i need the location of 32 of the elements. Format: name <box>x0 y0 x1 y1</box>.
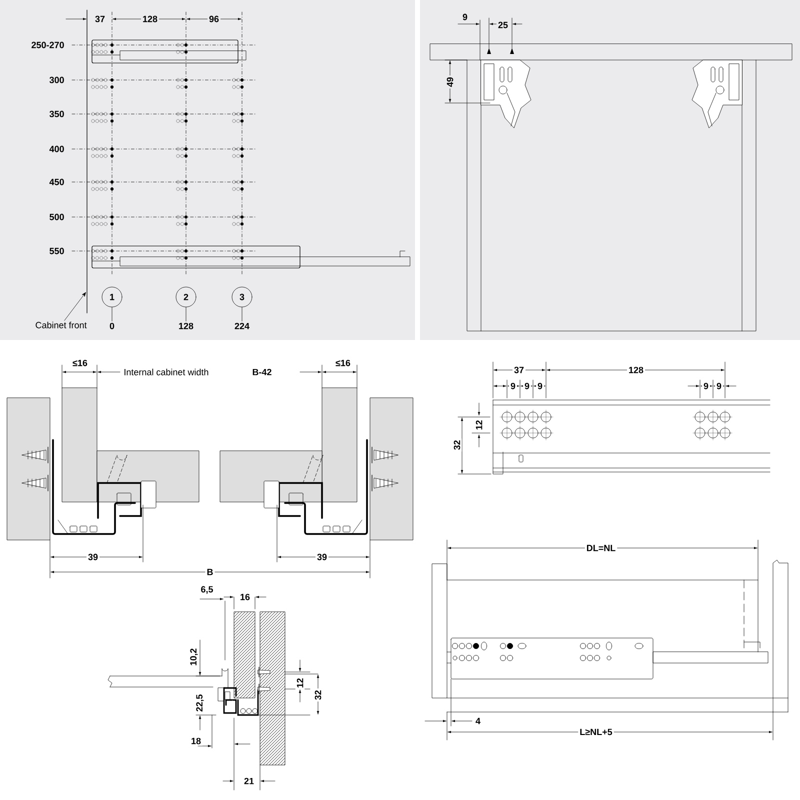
dimension-label: 21 <box>242 776 256 786</box>
dimension-label: B <box>205 567 215 577</box>
dimension-label: 12 <box>474 418 484 432</box>
dimension-label: 9 <box>702 381 710 391</box>
dimension-label: 32 <box>452 438 462 452</box>
position-value: 224 <box>234 322 250 330</box>
position-value: 128 <box>179 322 194 330</box>
leader-line <box>64 292 86 321</box>
dimension-label: 16 <box>238 592 252 602</box>
dimension-label: 9 <box>715 381 724 391</box>
dimension-label: 128 <box>627 365 646 375</box>
dimension-label: 12 <box>295 676 305 690</box>
dimension-label: 39 <box>316 552 328 562</box>
dimension-label: 22,5 <box>194 692 206 714</box>
dimension-label: 39 <box>86 552 100 562</box>
caption-text: Cabinet front <box>36 322 87 328</box>
dimension-label: ≤16 <box>71 358 89 368</box>
dimension-label: B-42 <box>250 367 274 377</box>
dimension-label: 9 <box>509 381 517 391</box>
dimension-label: 4 <box>474 716 482 726</box>
dimension-label: 9 <box>523 381 531 391</box>
position-value: 0 <box>110 322 114 330</box>
dimension-label: DL=NL <box>584 543 618 553</box>
dimension-label: 10,2 <box>188 646 200 668</box>
dimension-label: 37 <box>512 365 526 375</box>
dimension-label: L≥NL+5 <box>578 727 614 737</box>
dimension-label: 9 <box>536 381 544 391</box>
dimension-text: Internal cabinet width <box>122 367 210 377</box>
dimension-label: ≤16 <box>334 358 352 368</box>
dimension-label: 6,5 <box>199 584 215 596</box>
dimension-label: 32 <box>313 688 323 702</box>
dimension-label: 18 <box>190 736 202 746</box>
